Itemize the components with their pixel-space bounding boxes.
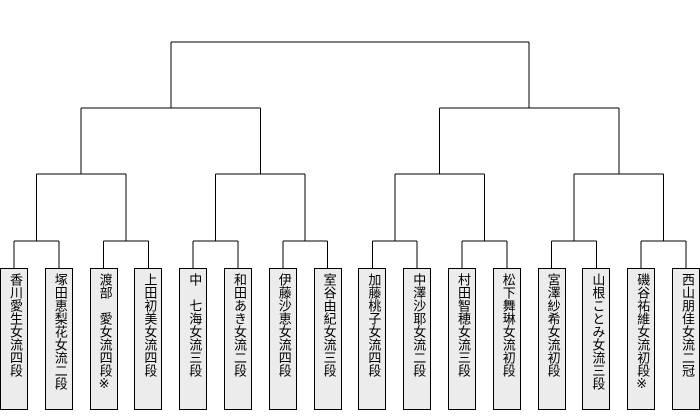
player-name: 山根ことみ女流三段 xyxy=(589,273,605,390)
player-box: 香川愛生女流四段 xyxy=(0,268,28,410)
player-name: 伊藤沙恵女流四段 xyxy=(275,273,291,377)
player-name: 磯谷祐維女流初段※ xyxy=(634,273,650,392)
player-name: 中澤沙耶女流二段 xyxy=(410,273,426,377)
player-name: 渡部 愛女流四段※ xyxy=(96,273,112,392)
player-name: 村田智穂女流三段 xyxy=(455,273,470,377)
player-name: 上田初美女流四段 xyxy=(141,273,157,377)
player-box: 渡部 愛女流四段※ xyxy=(89,268,118,410)
player-box: 中 七海女流三段 xyxy=(179,268,208,410)
player-box: 加藤桃子女流四段 xyxy=(358,268,387,410)
player-box: 宮澤紗希女流初段 xyxy=(537,268,566,410)
player-box: 伊藤沙恵女流四段 xyxy=(268,268,297,410)
player-name: 塚田恵梨花女流二段 xyxy=(51,273,67,390)
player-box: 山根ことみ女流三段 xyxy=(582,268,611,410)
player-box: 室谷由紀女流三段 xyxy=(313,268,342,410)
player-box: 和田あき女流二段 xyxy=(224,268,252,410)
player-box: 西山朋佳女流二冠 xyxy=(672,268,700,410)
player-name: 香川愛生女流四段 xyxy=(7,273,22,377)
player-box: 磯谷祐維女流初段※ xyxy=(627,268,656,410)
player-name: 和田あき女流二段 xyxy=(231,273,246,377)
player-box: 中澤沙耶女流二段 xyxy=(403,268,432,410)
player-name: 西山朋佳女流二冠 xyxy=(679,273,694,377)
player-name: 中 七海女流三段 xyxy=(186,273,202,377)
player-name: 室谷由紀女流三段 xyxy=(320,273,336,377)
player-name: 松下舞琳女流初段 xyxy=(499,273,515,377)
player-name: 宮澤紗希女流初段 xyxy=(544,273,560,377)
player-box: 上田初美女流四段 xyxy=(134,268,163,410)
player-box: 村田智穂女流三段 xyxy=(448,268,476,410)
player-name: 加藤桃子女流四段 xyxy=(365,273,381,377)
player-box: 塚田恵梨花女流二段 xyxy=(44,268,73,410)
player-box: 松下舞琳女流初段 xyxy=(492,268,521,410)
